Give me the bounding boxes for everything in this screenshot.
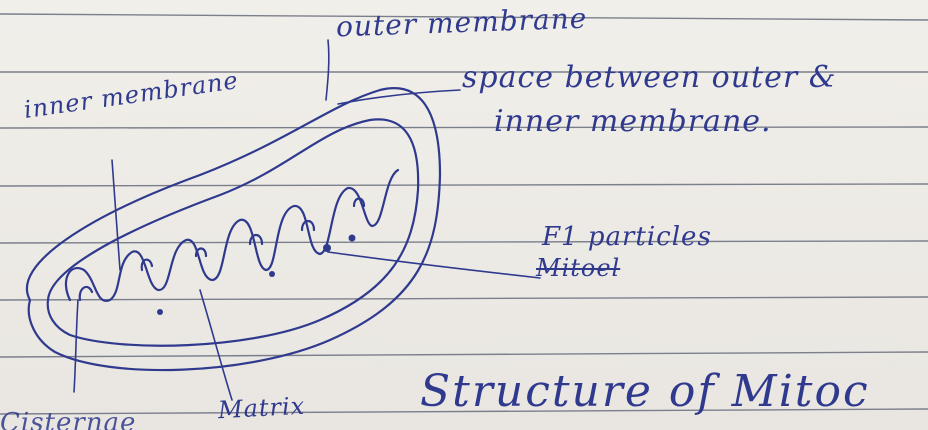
label-struck-text: Mitoel xyxy=(536,254,620,282)
f1-particle xyxy=(157,309,163,315)
label-intermembrane-space: space between outer & xyxy=(462,60,836,95)
leader-inner-membrane xyxy=(112,160,120,270)
leader-f1-particles xyxy=(328,252,540,278)
label-f1-particles: F1 particles xyxy=(542,222,712,252)
label-intermembrane-space-cont: inner membrane. xyxy=(494,104,772,139)
leader-cristae xyxy=(74,300,78,392)
page-title: Structure of Mitoc xyxy=(420,366,870,417)
cristae-folds-inner xyxy=(80,199,364,301)
leader-intermembrane-space xyxy=(338,90,460,104)
label-matrix: Matrix xyxy=(217,392,306,425)
label-cut-off: Cisternae xyxy=(0,408,136,430)
outer-membrane xyxy=(27,88,440,370)
f1-particle xyxy=(269,271,275,277)
leader-outer-membrane xyxy=(326,40,329,100)
f1-particle xyxy=(323,244,331,252)
inner-membrane-boundary xyxy=(48,119,418,345)
f1-particle xyxy=(349,235,356,242)
